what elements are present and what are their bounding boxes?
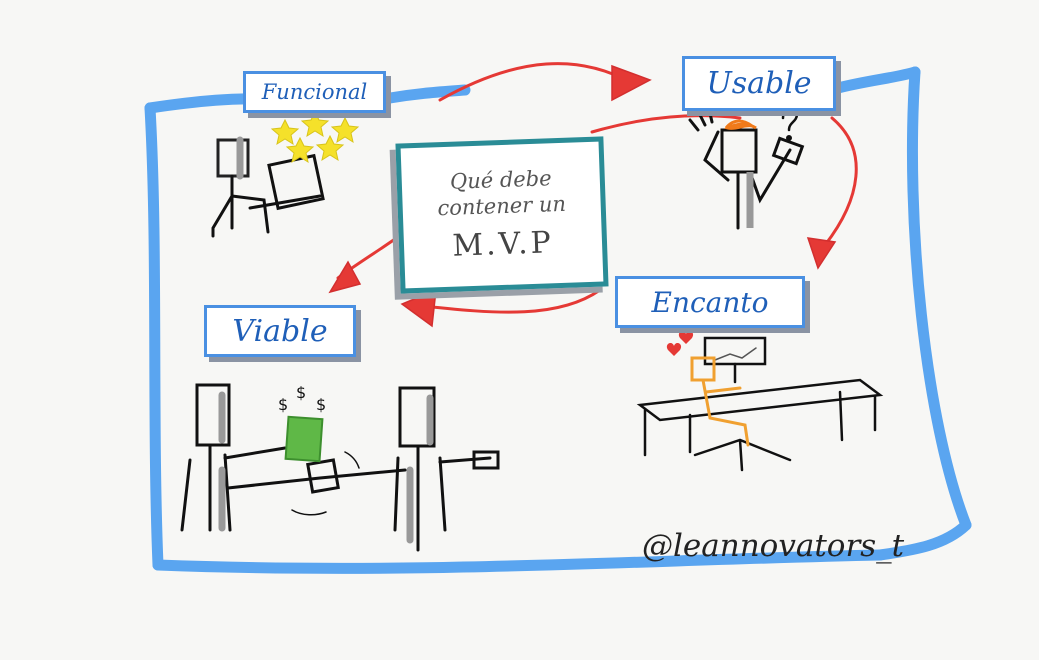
blue-frame [144, 66, 972, 574]
center-question: Qué debe contener un [437, 166, 567, 220]
center-acronym: M.V.P [451, 224, 555, 264]
author-handle: @leannovators_t [642, 528, 905, 564]
frustration-scribble-icon [724, 119, 757, 130]
svg-text:$: $ [278, 395, 288, 414]
viable-shadows [218, 391, 434, 544]
svg-text:$: $ [296, 383, 306, 402]
heart-icons [666, 331, 694, 356]
center-question-box: Qué debe contener un M.V.P [395, 136, 609, 294]
label-viable: Viable [204, 305, 356, 357]
encanto-illustration [636, 336, 884, 472]
label-usable: Usable [682, 56, 836, 111]
label-encanto: Encanto [615, 276, 805, 328]
viable-illustration [180, 383, 500, 552]
arrow-heads [328, 64, 837, 328]
funcional-illustration [211, 136, 325, 238]
star-icons [270, 110, 360, 164]
label-funcional: Funcional [243, 71, 386, 113]
encanto-person [690, 356, 750, 447]
money-icon: $ $ $ [278, 383, 326, 463]
svg-text:$: $ [316, 395, 326, 414]
